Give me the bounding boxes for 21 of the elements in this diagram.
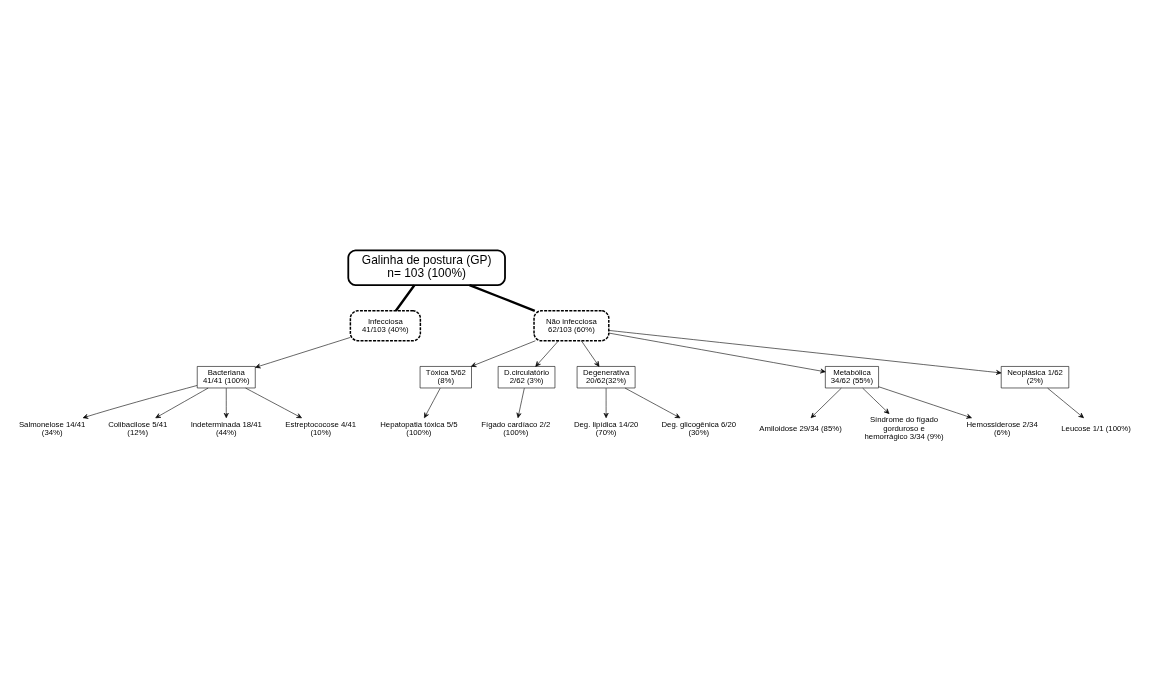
- arrow: [424, 387, 441, 418]
- arrow: [255, 336, 351, 368]
- arrow: [581, 340, 600, 367]
- arrow: [223, 387, 229, 418]
- node-box: Galinha de postura (GP) n= 103 (100%): [347, 249, 506, 286]
- arrow: [608, 332, 826, 373]
- arrow: [624, 387, 681, 418]
- arrow: [245, 387, 302, 418]
- arrow: [862, 387, 890, 414]
- connector: [469, 283, 536, 312]
- arrow: [535, 340, 559, 367]
- arrow: [1047, 387, 1084, 418]
- arrow: [516, 387, 525, 418]
- arrow: [878, 385, 972, 419]
- arrow: [470, 339, 536, 367]
- arrow: [810, 387, 842, 418]
- connector: [394, 284, 416, 311]
- arrow: [608, 329, 1002, 375]
- arrow: [603, 387, 609, 418]
- arrow: [82, 384, 198, 419]
- arrow: [155, 387, 209, 418]
